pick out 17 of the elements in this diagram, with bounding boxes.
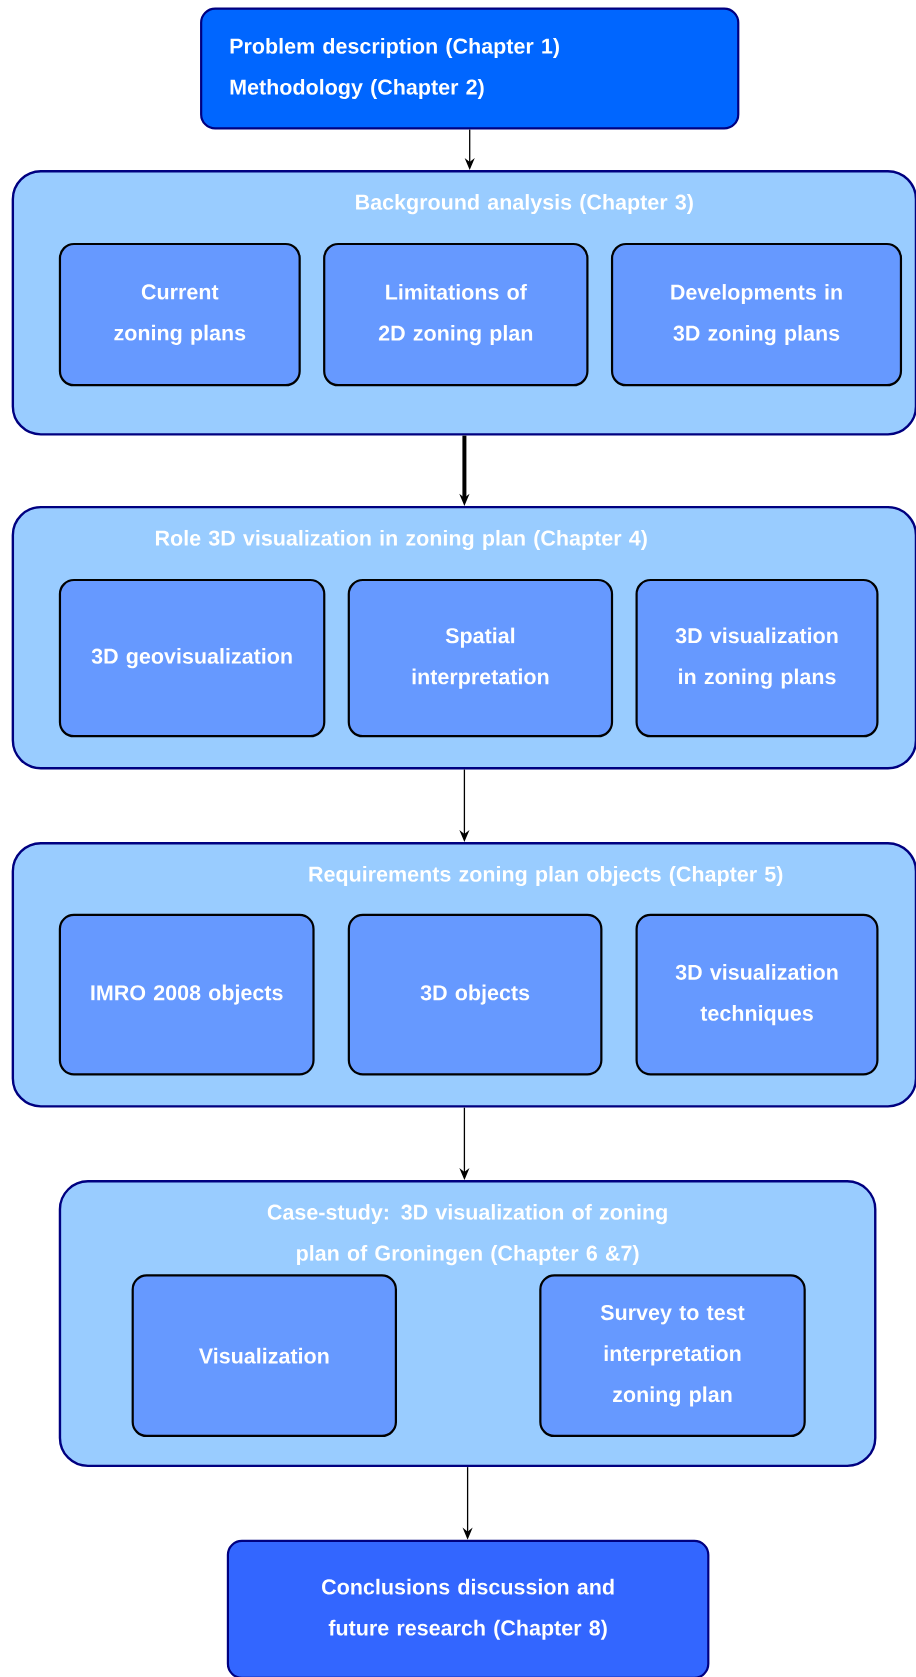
process-box: Current zoning plans [58,242,301,387]
process-box: 3D visualization techniques [635,913,879,1076]
process-box: IMRO 2008 objects [58,913,315,1076]
process-box: Survey to test interpretation zoning plan [539,1274,806,1438]
process-box: Conclusions discussion and future research (Chapter 8) [226,1539,710,1677]
group-title: Role 3D visualization in zoning plan (Chapter 4) [155,529,647,551]
process-box: Developments in 3D zoning plans [610,242,903,387]
group-title: Background analysis (Chapter 3) [356,194,693,215]
process-box: Limitations of 2D zoning plan [323,242,589,387]
process-box: Visualization [131,1274,397,1438]
group-title: Case-study: 3D visualization of zoning plan of Groningen (Chapter 6 &7) [267,1204,667,1266]
process-box: Spatial interpretation [347,578,614,738]
group-title: Requirements zoning plan objects (Chapter 5) [309,865,783,887]
process-box: 3D objects [347,913,603,1076]
process-box: Problem description (Chapter 1) Methodology (Chapter 2) [200,7,740,130]
process-box: 3D geovisualization [58,578,326,738]
process-box: 3D visualization in zoning plans [635,578,879,738]
